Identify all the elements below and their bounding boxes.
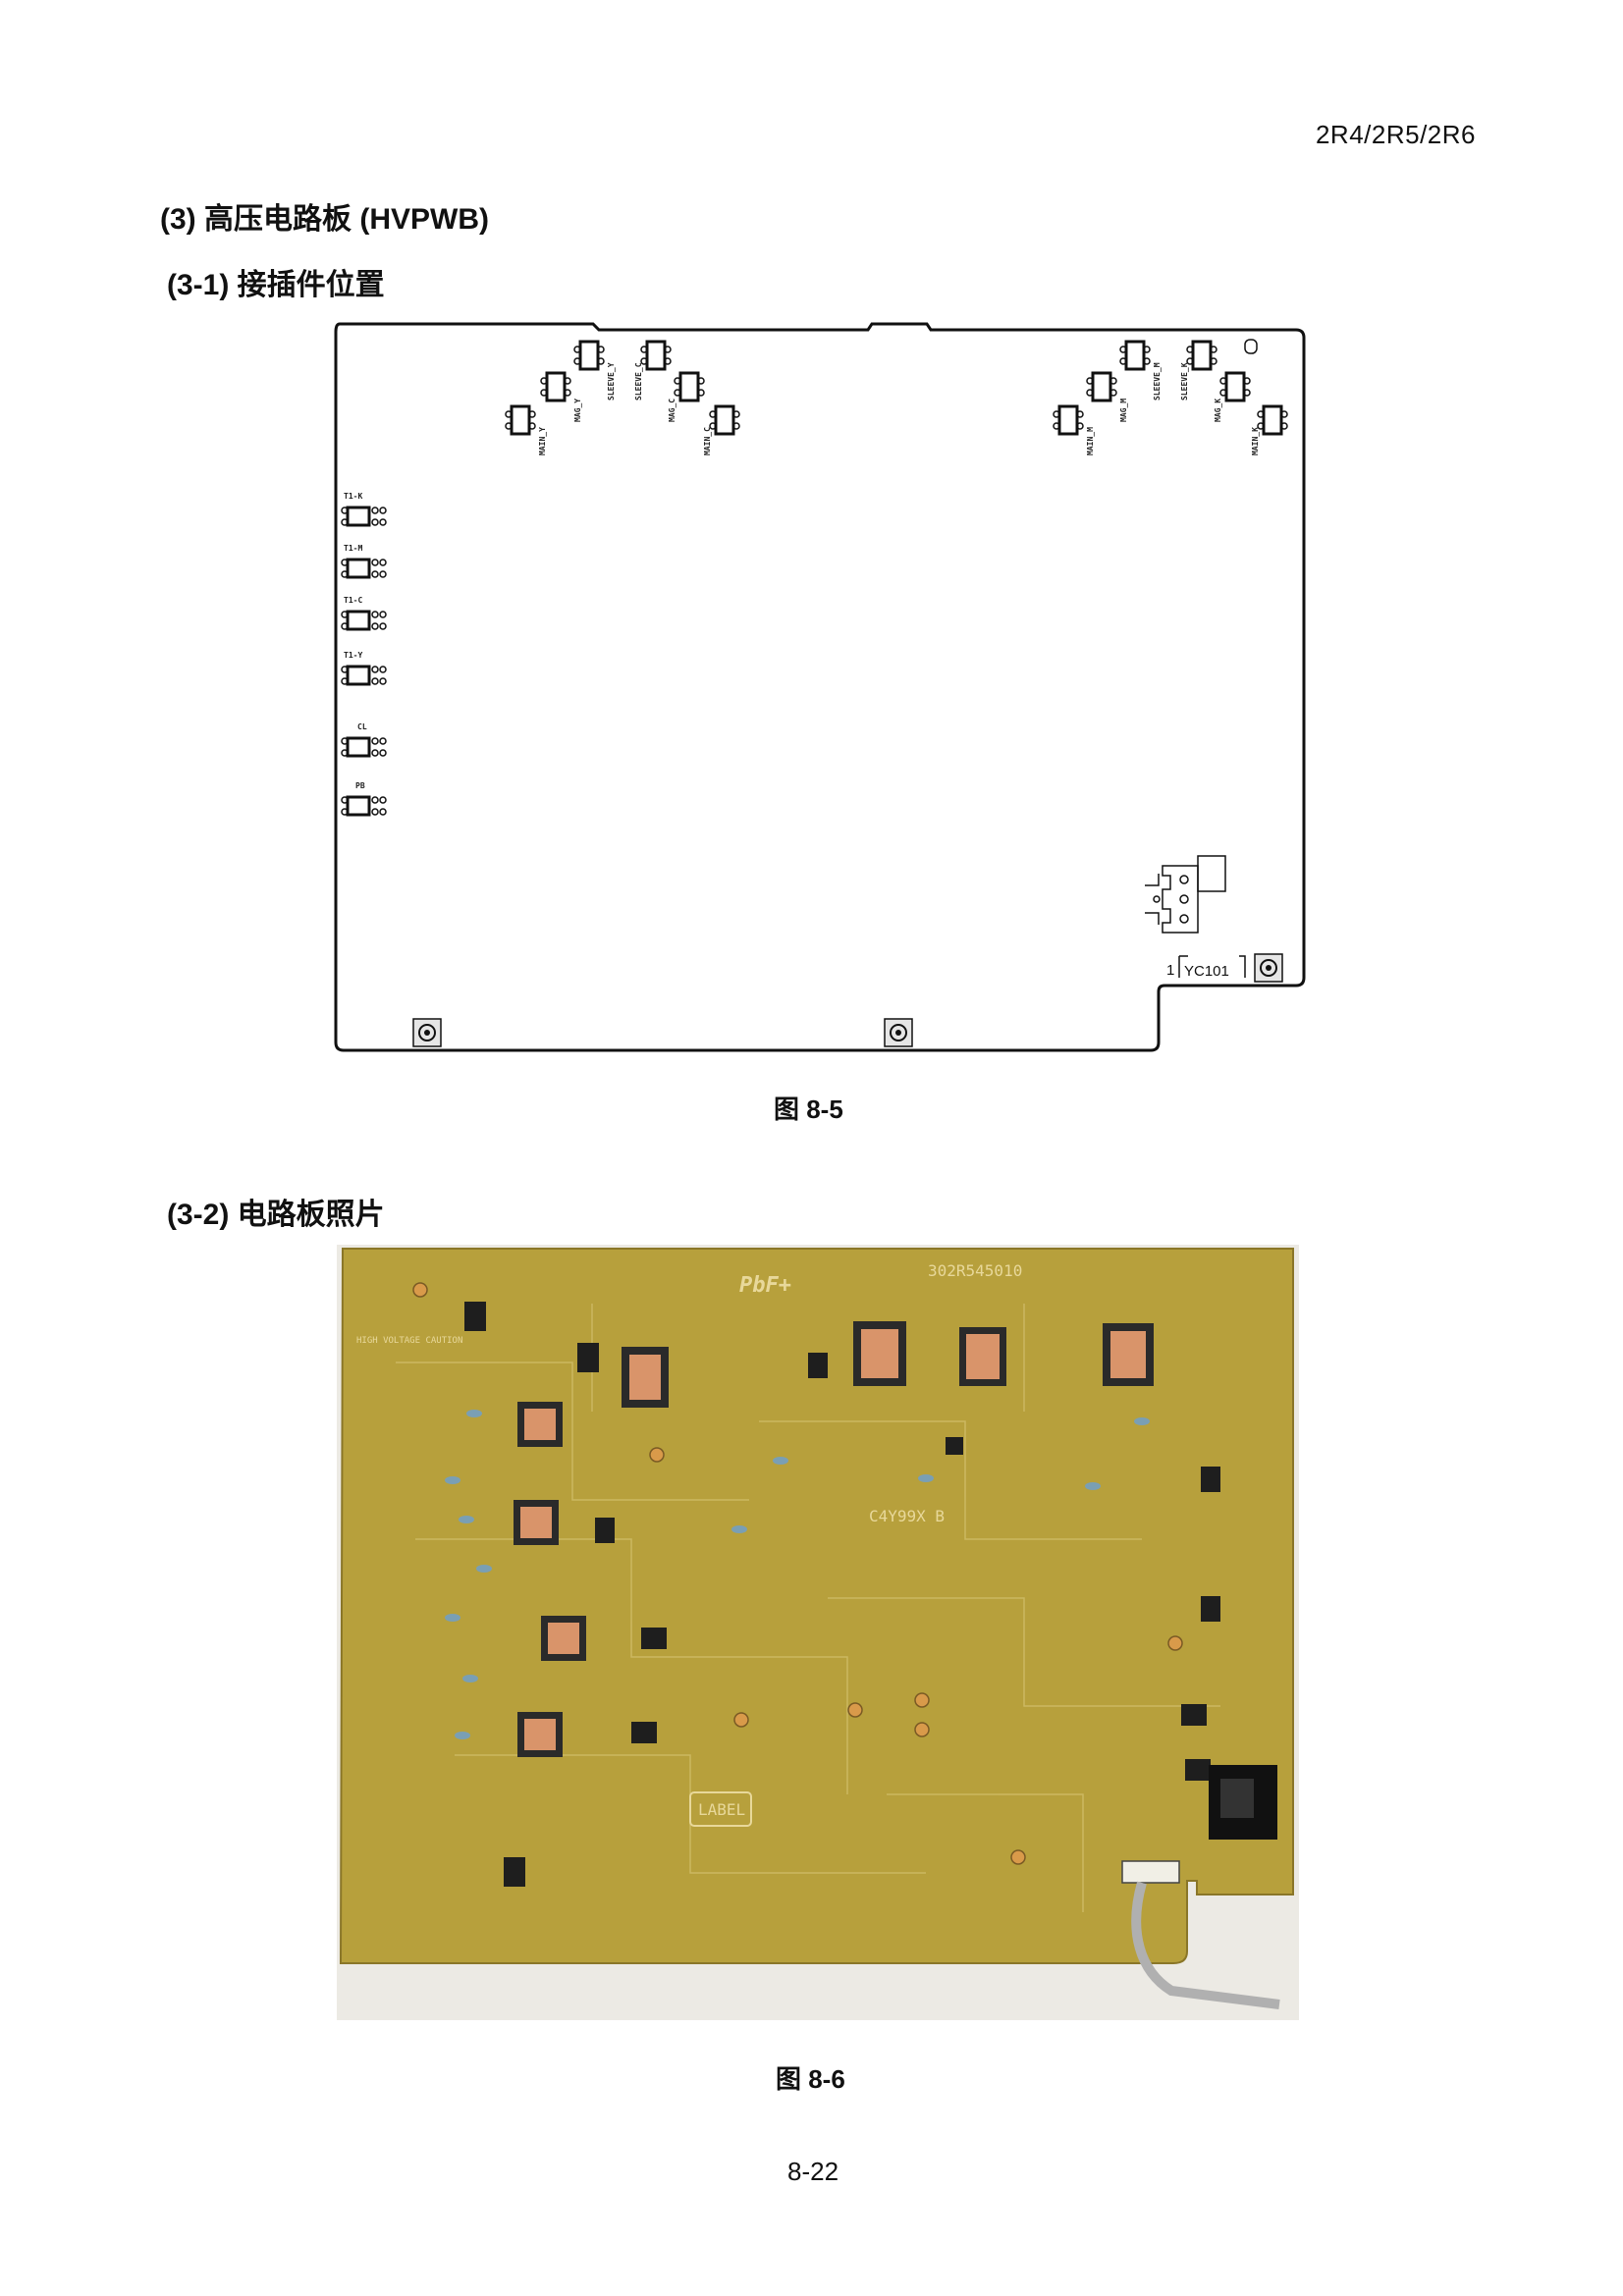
label-sleeve-k: SLEEVE_K bbox=[1180, 362, 1189, 400]
board-photo: PbF+ 302R545010 C4Y99X B LABEL HIGH VOLT… bbox=[337, 1245, 1299, 2020]
label-t1-c: T1-C bbox=[344, 596, 362, 605]
label-t1-k: T1-K bbox=[344, 492, 362, 501]
yc101-label: YC101 bbox=[1184, 963, 1229, 980]
silk-label: LABEL bbox=[698, 1800, 745, 1819]
capacitors bbox=[445, 1410, 1150, 1739]
screw-pads bbox=[412, 953, 1283, 1047]
label-mag-m: MAG_M bbox=[1119, 399, 1128, 422]
label-mag-k: MAG_K bbox=[1214, 399, 1222, 422]
label-main-c: MAIN_C bbox=[703, 427, 712, 455]
label-sleeve-y: SLEEVE_Y bbox=[607, 362, 616, 400]
label-main-k: MAIN_K bbox=[1251, 427, 1260, 455]
left-connector-group: T1-K T1-M T1-C T1-Y CL bbox=[341, 492, 387, 817]
subsection-photo-title: (3-2) 电路板照片 bbox=[167, 1199, 385, 1231]
label-mag-c: MAG_C bbox=[668, 399, 676, 422]
label-main-y: MAIN_Y bbox=[538, 427, 547, 455]
silk-code: C4Y99X B bbox=[869, 1507, 945, 1525]
subsection-connector-title: (3-1) 接插件位置 bbox=[167, 269, 385, 301]
top-connector-group bbox=[505, 340, 1288, 436]
label-pb: PB bbox=[355, 781, 365, 790]
pin1-label: 1 bbox=[1166, 962, 1174, 979]
section-title: (3) 高压电路板 (HVPWB) bbox=[160, 203, 489, 236]
yc101-photo-connector bbox=[1121, 1765, 1280, 2009]
label-mag-y: MAG_Y bbox=[573, 399, 582, 422]
label-sleeve-c: SLEEVE_C bbox=[634, 362, 643, 400]
silk-part-number: 302R545010 bbox=[928, 1261, 1022, 1280]
page-number: 8-22 bbox=[787, 2157, 839, 2186]
ics bbox=[464, 1302, 1220, 1887]
label-cl: CL bbox=[357, 722, 367, 731]
yc101-connector-body bbox=[1145, 855, 1226, 934]
figure-caption-8-5: 图 8-5 bbox=[774, 1095, 843, 1124]
silk-pbf: PbF+ bbox=[739, 1273, 791, 1298]
silk-caution: HIGH VOLTAGE CAUTION bbox=[356, 1336, 462, 1346]
pcb-board bbox=[339, 1248, 1294, 1964]
label-sleeve-m: SLEEVE_M bbox=[1153, 362, 1162, 400]
model-number: 2R4/2R5/2R6 bbox=[1315, 120, 1476, 149]
figure-caption-8-6: 图 8-6 bbox=[776, 2064, 845, 2094]
label-t1-m: T1-M bbox=[344, 544, 362, 553]
board-outline bbox=[334, 322, 1306, 1052]
transformers bbox=[514, 1321, 1154, 1757]
label-t1-y: T1-Y bbox=[344, 651, 362, 660]
top-connector-labels: MAIN_Y MAG_Y SLEEVE_Y SLEEVE_C MAG_C MAI… bbox=[538, 362, 1260, 455]
test-points bbox=[412, 1282, 1183, 1865]
connector-location-diagram: MAIN_Y MAG_Y SLEEVE_Y SLEEVE_C MAG_C MAI… bbox=[334, 322, 1306, 1052]
label-main-m: MAIN_M bbox=[1086, 427, 1095, 455]
